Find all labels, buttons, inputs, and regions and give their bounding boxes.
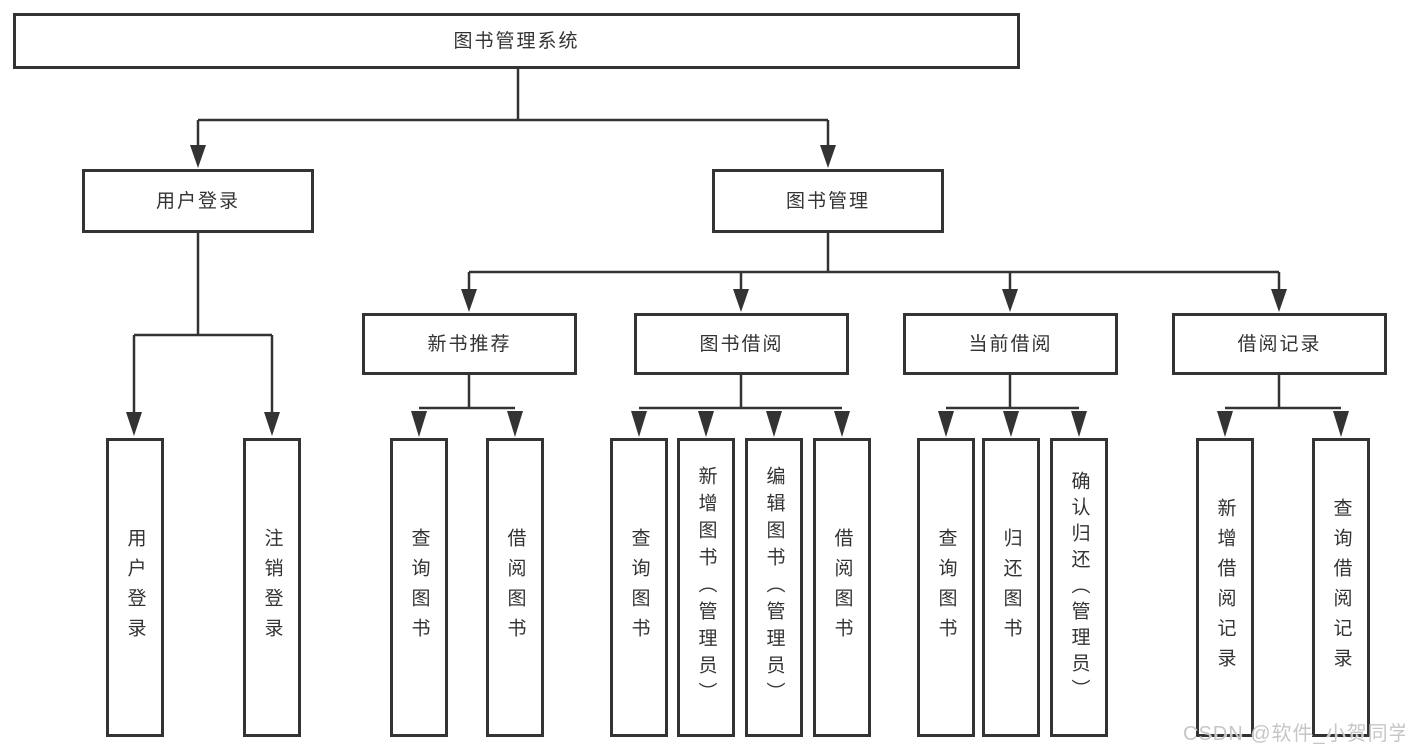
node-label: 归还图书 <box>1000 527 1022 648</box>
node-label: 用户登录 <box>155 190 240 212</box>
node-book-management: 图书管理 <box>712 169 944 233</box>
node-label: 借阅图书 <box>831 527 853 648</box>
node-book-borrow: 图书借阅 <box>634 313 849 375</box>
node-current-borrow: 当前借阅 <box>903 313 1118 375</box>
node-label: 查询借阅记录 <box>1330 497 1352 678</box>
leaf-current-confirm-return-admin: 确认归还（管理员） <box>1050 438 1108 737</box>
node-label: 当前借阅 <box>968 333 1053 355</box>
node-label: 查询图书 <box>408 527 430 648</box>
node-label: 查询图书 <box>935 527 957 648</box>
leaf-borrow-edit-books-admin: 编辑图书（管理员） <box>745 438 803 737</box>
node-label: 注销登录 <box>261 527 283 648</box>
node-label: 图书借阅 <box>699 333 784 355</box>
node-label: 编辑图书（管理员） <box>763 466 785 709</box>
leaf-recommend-borrow-books: 借阅图书 <box>486 438 544 737</box>
node-label: 借阅记录 <box>1237 333 1322 355</box>
node-borrow-records: 借阅记录 <box>1172 313 1387 375</box>
node-new-book-recommend: 新书推荐 <box>362 313 577 375</box>
leaf-records-add-record: 新增借阅记录 <box>1196 438 1254 737</box>
node-user-login: 用户登录 <box>82 169 314 233</box>
node-label: 用户登录 <box>124 527 146 648</box>
node-label: 新增图书（管理员） <box>695 466 717 709</box>
leaf-borrow-query-books: 查询图书 <box>610 438 668 737</box>
leaf-borrow-borrow-books: 借阅图书 <box>813 438 871 737</box>
node-label: 确认归还（管理员） <box>1068 470 1090 705</box>
leaf-borrow-add-books-admin: 新增图书（管理员） <box>677 438 735 737</box>
node-label: 查询图书 <box>628 527 650 648</box>
leaf-current-return-books: 归还图书 <box>982 438 1040 737</box>
node-library-management-system: 图书管理系统 <box>13 13 1020 69</box>
node-label: 新增借阅记录 <box>1214 497 1236 678</box>
node-label: 新书推荐 <box>427 333 512 355</box>
leaf-logout-login: 注销登录 <box>243 438 301 737</box>
watermark: CSDN @软件_小贺同学 <box>1183 723 1405 745</box>
leaf-recommend-query-books: 查询图书 <box>390 438 448 737</box>
leaf-records-query-record: 查询借阅记录 <box>1312 438 1370 737</box>
leaf-user-login: 用户登录 <box>106 438 164 737</box>
node-label: 借阅图书 <box>504 527 526 648</box>
node-label: 图书管理 <box>785 190 870 212</box>
leaf-current-query-books: 查询图书 <box>917 438 975 737</box>
node-label: 图书管理系统 <box>453 30 580 52</box>
